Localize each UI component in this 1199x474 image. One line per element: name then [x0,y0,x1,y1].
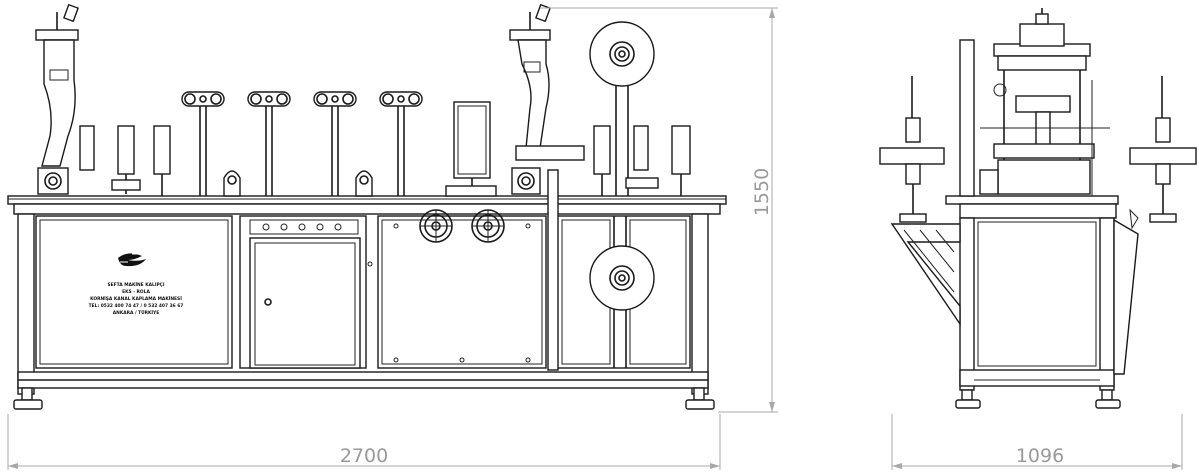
press-station [509,3,585,195]
handwheel [419,209,453,243]
nameplate-line: KORNİŞA KANAL KAPLAMA MAKİNESİ [90,295,182,302]
pinch-roller [355,170,373,197]
front-view: SEFTA MAKİNE KALIPÇI EKS - ROLA KORNİŞA … [7,3,778,470]
nameplate-line: TEL: 0532 400 74 47 / 0 532 407 36 67 [89,303,184,309]
guide-roller [379,91,423,196]
dimension-label: 1550 [751,168,773,216]
support-bracket [890,223,961,327]
press-station [35,3,79,195]
company-logo [118,253,146,267]
nameplate-line: ANKARA / TÜRKİYE [113,309,159,316]
heater-unit [445,101,497,197]
pinch-roller [223,170,241,197]
film-reel [589,245,655,311]
side-view: 1096 [879,8,1197,470]
handwheel [471,209,505,243]
width-dimension: 1096 [891,414,1183,470]
film-reel [589,21,655,196]
door-handle [264,298,272,306]
foot [955,389,981,409]
dimension-label: 1096 [1016,445,1064,467]
press-tower [959,8,1110,197]
guard-panel [1113,208,1139,375]
nameplate-line: EKS - ROLA [122,289,150,295]
guide-roller [313,91,357,196]
side-roller [1129,76,1197,223]
dimension-label: 2700 [340,445,388,467]
cylinder [153,125,171,196]
control-panel-buttons [262,223,342,231]
cylinder [111,125,141,194]
foot [13,387,43,410]
width-dimension: 2700 [7,414,721,470]
cylinder [625,125,659,189]
guide-roller [247,91,291,196]
cylinder [593,125,611,196]
cylinder [671,125,691,196]
guide-roller [181,91,225,196]
nameplate-line: SEFTA MAKİNE KALIPÇI [107,281,164,288]
height-dimension: 1550 [540,7,778,413]
foot [1095,389,1121,409]
foot [685,387,715,410]
side-roller [879,76,945,223]
